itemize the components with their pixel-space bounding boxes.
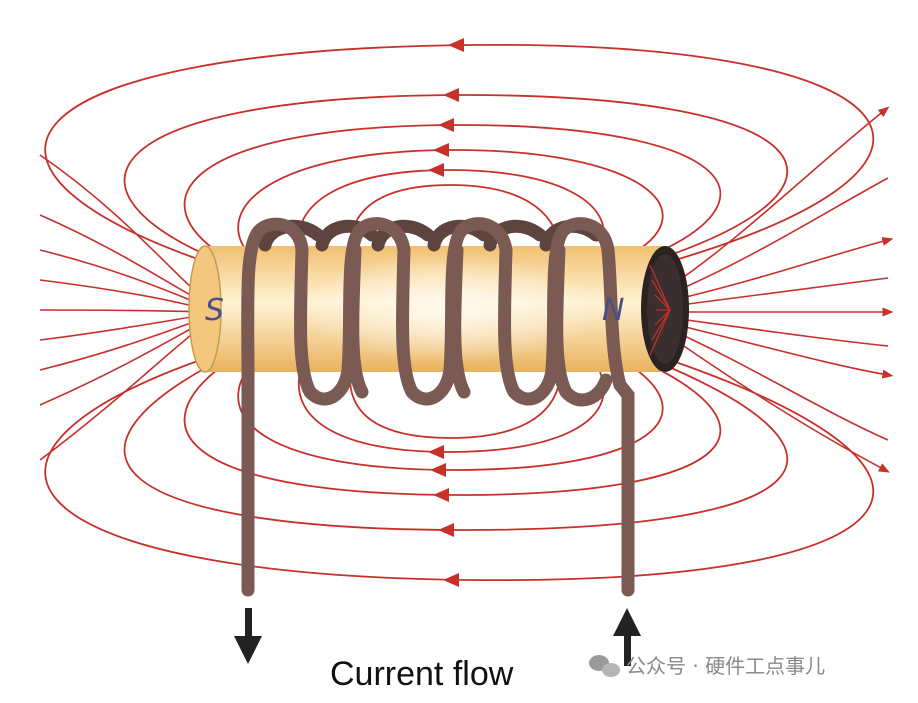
field-loop-top-3 — [183, 124, 722, 261]
field-lines-top — [44, 44, 874, 271]
current-up-arrow-icon — [613, 608, 641, 666]
coil-lead-right — [601, 243, 635, 597]
field-arrow — [443, 573, 459, 587]
south-pole-label: S — [205, 293, 224, 328]
field-loop-bottom-5 — [297, 371, 605, 453]
wechat-icon — [589, 655, 620, 677]
field-arrow — [428, 163, 444, 177]
field-loop-bottom-6 — [349, 377, 561, 439]
field-loop-bottom-3 — [183, 359, 722, 496]
field-arrow — [433, 143, 449, 157]
coil-lead-left — [241, 217, 309, 597]
field-arrow — [430, 463, 446, 477]
field-loop-bottom-2 — [123, 354, 789, 531]
field-arrow — [433, 488, 449, 502]
field-direction-arrows — [428, 38, 464, 587]
field-arrow — [448, 38, 464, 52]
field-loop-top-1 — [44, 44, 874, 271]
current-flow-caption: Current flow — [330, 655, 514, 693]
field-arrow — [438, 523, 454, 537]
current-down-arrow-icon — [234, 608, 262, 664]
field-loop-top-2 — [123, 94, 789, 266]
field-loop-top-4 — [237, 149, 664, 256]
north-pole-label: N — [602, 293, 624, 328]
field-lines-left — [39, 154, 206, 461]
field-loop-top-5 — [297, 169, 605, 251]
field-arrow — [438, 118, 454, 132]
watermark-text: 公众号 · 硬件工点事儿 — [626, 654, 825, 678]
field-loop-top-6 — [349, 184, 561, 249]
field-lines-north-face — [649, 264, 671, 356]
field-lines-right — [664, 106, 894, 473]
coil-wire — [241, 217, 635, 597]
field-arrow — [443, 88, 459, 102]
coil-back — [258, 219, 603, 252]
field-arrow — [428, 445, 444, 459]
